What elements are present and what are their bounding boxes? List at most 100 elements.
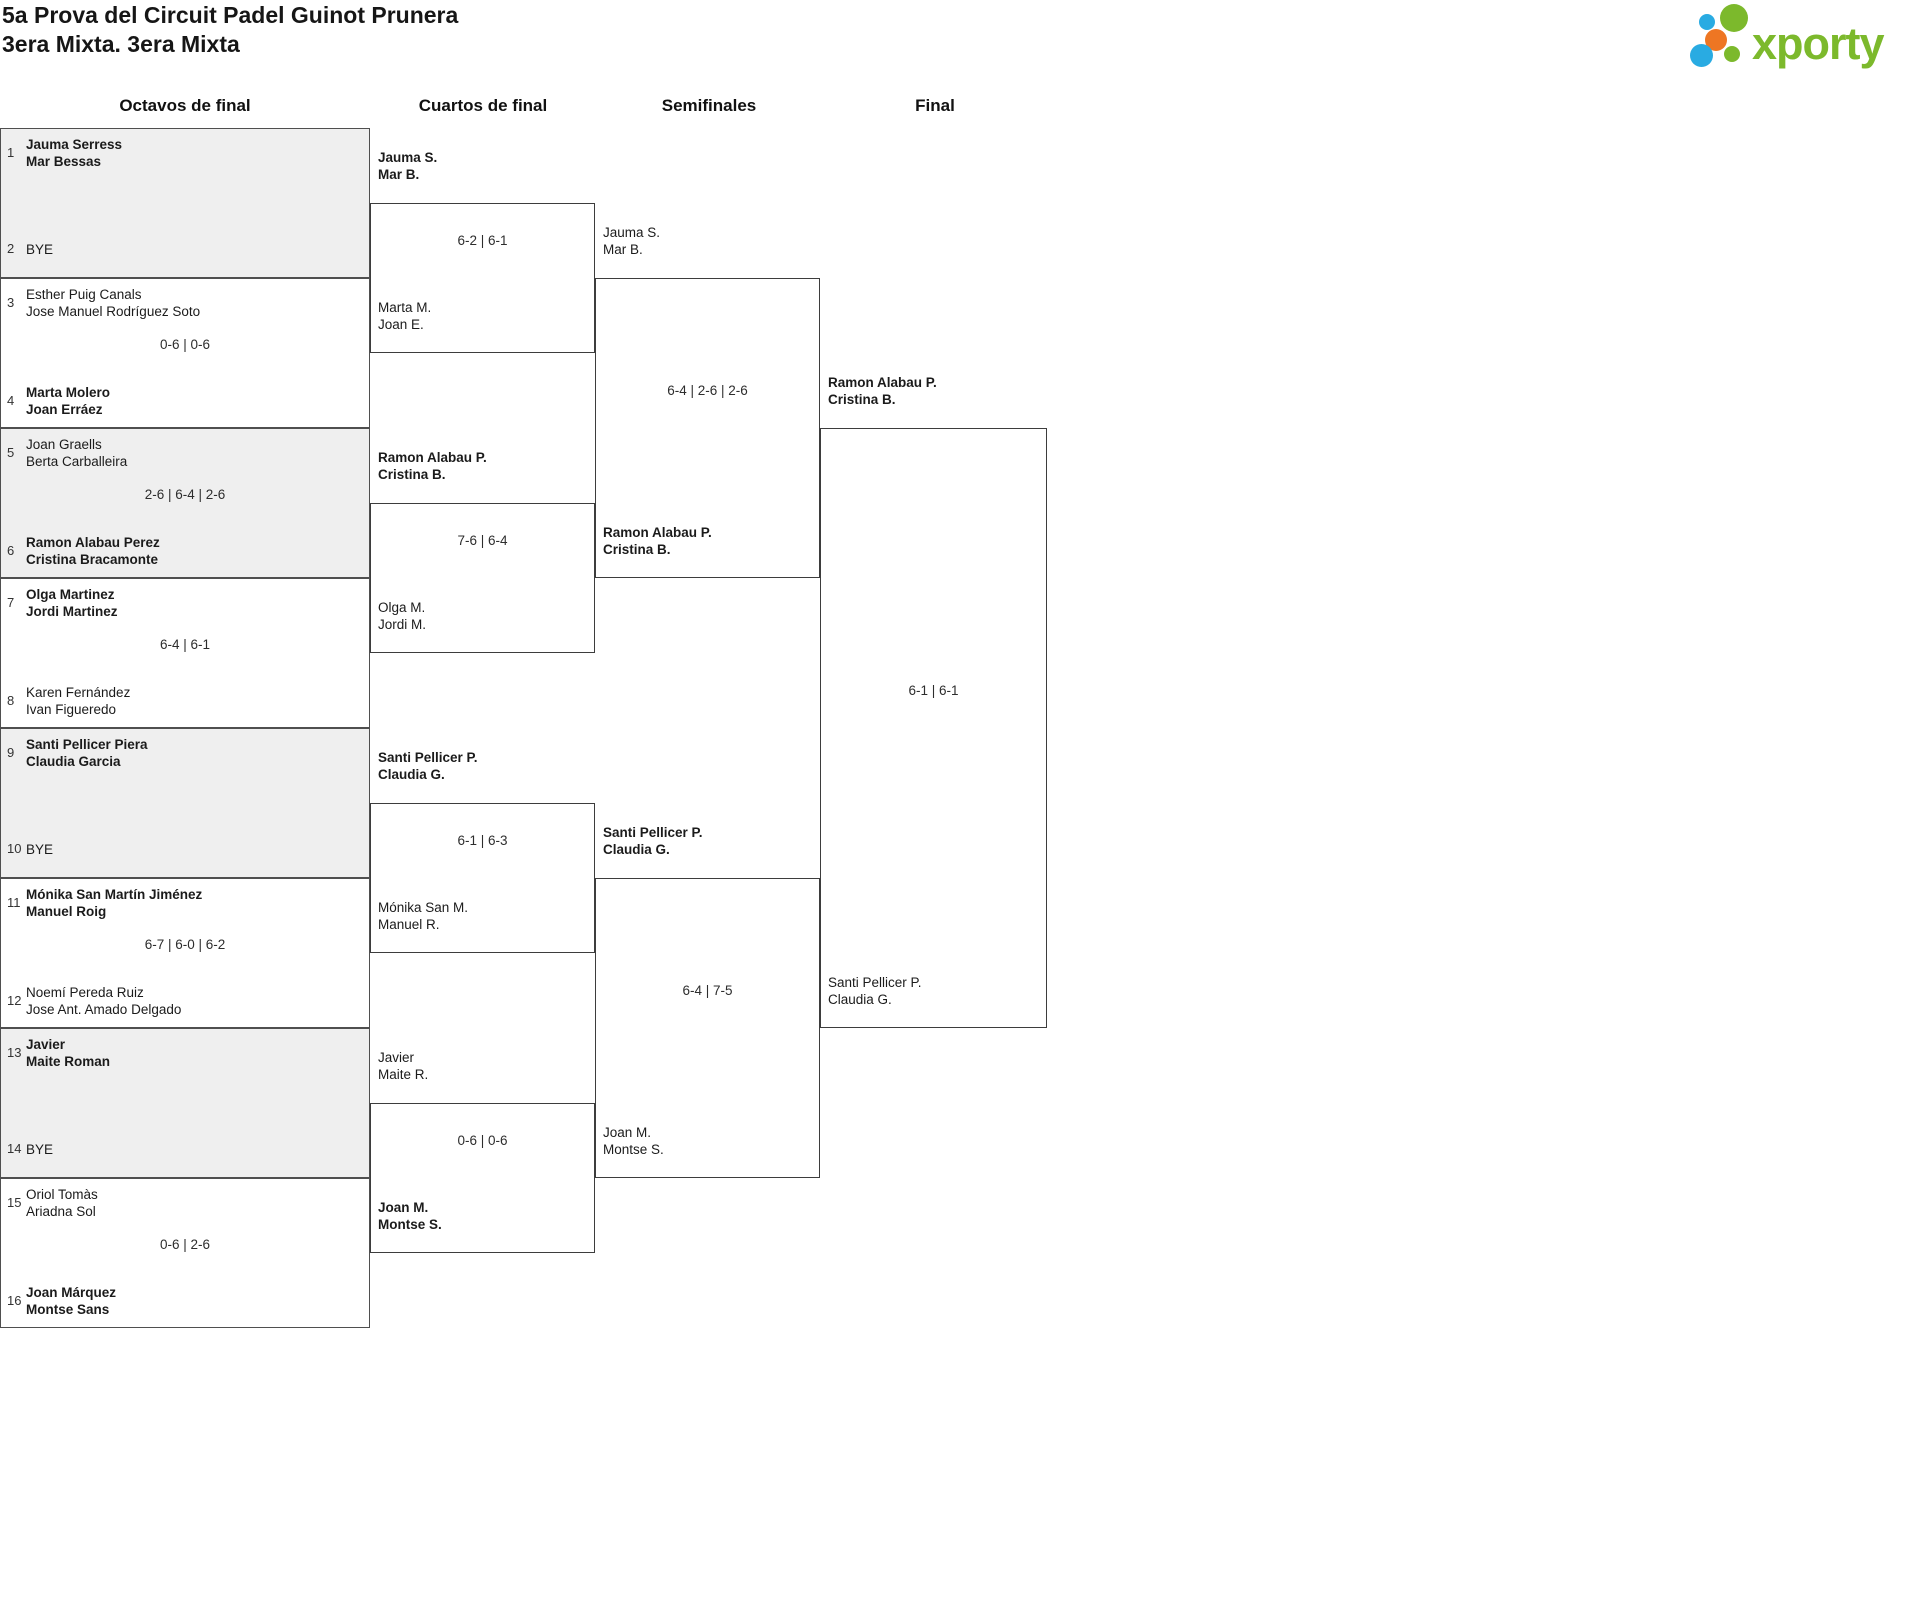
team-name-line: Mar Bessas xyxy=(26,154,102,169)
qf-match-2: Ramon Alabau P. Cristina B. 7-6 | 6-4 Ol… xyxy=(370,450,595,653)
seed-number: 10 xyxy=(7,841,22,856)
seed-number: 5 xyxy=(7,445,15,460)
seed-number: 9 xyxy=(7,745,15,760)
logo-dot-green-small xyxy=(1724,46,1740,62)
team-name-line: Jordi Martinez xyxy=(26,604,118,619)
seed-number: 3 xyxy=(7,295,15,310)
team-name-line: Olga Martinez xyxy=(26,587,115,602)
team-name-line: Montse S. xyxy=(603,1142,664,1157)
team-name-line: Santi Pellicer P. xyxy=(828,975,922,990)
round-header-octavos: Octavos de final xyxy=(119,96,251,115)
match-score: 2-6 | 6-4 | 2-6 xyxy=(144,487,226,502)
team-pair: Marta Molero Joan Erráez xyxy=(26,384,110,418)
team-pair: Ramon Alabau Perez Cristina Bracamonte xyxy=(26,534,160,568)
sf-match-1: Jauma S. Mar B. 6-4 | 2-6 | 2-6 Ramon Al… xyxy=(595,225,820,578)
seed-number: 4 xyxy=(7,393,15,408)
team-name-line: Jose Ant. Amado Delgado xyxy=(26,1002,182,1017)
qf-match-3: Santi Pellicer P. Claudia G. 6-1 | 6-3 M… xyxy=(370,750,595,953)
team-name-line: Claudia G. xyxy=(603,842,670,857)
page-title-line1: 5a Prova del Circuit Padel Guinot Pruner… xyxy=(2,2,459,28)
match-score: 6-2 | 6-1 xyxy=(457,233,508,248)
team-name-line: Cristina B. xyxy=(828,392,896,407)
team-pair: Joan Graells Berta Carballeira xyxy=(26,436,127,470)
team-name-line: Jauma Serress xyxy=(26,137,123,152)
team-name-line: Marta Molero xyxy=(26,385,111,400)
team-name-line: Oriol Tomàs xyxy=(26,1187,98,1202)
team-name-line: Olga M. xyxy=(378,600,426,615)
team-name-line: Ramon Alabau Perez xyxy=(26,535,160,550)
team-name-line: Ivan Figueredo xyxy=(26,702,117,717)
team-pair: Jauma S. Mar B. xyxy=(378,149,590,183)
match-score: 6-7 | 6-0 | 6-2 xyxy=(144,937,226,952)
bye-label: BYE xyxy=(26,242,54,257)
match-score: 6-4 | 7-5 xyxy=(682,983,733,998)
seed-number: 11 xyxy=(7,895,21,910)
round-header-semifinales: Semifinales xyxy=(661,96,757,115)
logo-dot-green-large xyxy=(1720,4,1748,32)
team-name-line: Maite R. xyxy=(378,1067,429,1082)
seed-number: 16 xyxy=(7,1293,22,1308)
sf-match-2: Santi Pellicer P. Claudia G. 6-4 | 7-5 J… xyxy=(595,825,820,1178)
team-name-line: Jose Manuel Rodríguez Soto xyxy=(26,304,201,319)
team-name-line: Manuel R. xyxy=(378,917,440,932)
team-name-line: Esther Puig Canals xyxy=(26,287,142,302)
bye-label: BYE xyxy=(26,842,54,857)
team-name-line: Karen Fernández xyxy=(26,685,131,700)
logo-dot-blue-large xyxy=(1690,44,1713,67)
team-name-line: Cristina Bracamonte xyxy=(26,552,159,567)
bye-label: BYE xyxy=(26,1142,54,1157)
team-pair: Javier Maite Roman xyxy=(26,1036,110,1070)
team-pair: Olga Martinez Jordi Martinez xyxy=(26,586,118,620)
qf-match-1: Jauma S. Mar B. 6-2 | 6-1 Marta M. Joan … xyxy=(370,150,595,353)
r16-match-2: 3 Esther Puig Canals Jose Manuel Rodrígu… xyxy=(0,278,370,428)
team-name-line: Joan M. xyxy=(378,1200,429,1215)
team-pair: Joan M. Montse S. xyxy=(603,1124,815,1158)
team-name-line: Claudia G. xyxy=(378,767,445,782)
round-header-cuartos: Cuartos de final xyxy=(418,96,548,115)
team-name-line: Joan M. xyxy=(603,1125,652,1140)
team-pair: Santi Pellicer P. Claudia G. xyxy=(603,824,815,858)
seed-number: 14 xyxy=(7,1141,22,1156)
team-pair: Joan M. Montse S. xyxy=(378,1199,590,1233)
team-pair: Oriol Tomàs Ariadna Sol xyxy=(26,1186,98,1220)
team-name-line: Ramon Alabau P. xyxy=(603,525,712,540)
team-name-line: Cristina B. xyxy=(378,467,446,482)
team-pair: Jauma Serress Mar Bessas xyxy=(26,136,122,170)
team-name-line: Montse Sans xyxy=(26,1302,110,1317)
team-name-line: Joan Graells xyxy=(26,437,102,452)
seed-number: 6 xyxy=(7,543,15,558)
xporty-logo[interactable]: xporty xyxy=(1688,2,1920,78)
seed-number: 12 xyxy=(7,993,22,1008)
team-name-line: Javier xyxy=(378,1050,415,1065)
r16-match-5: 9 Santi Pellicer Piera Claudia Garcia 10… xyxy=(0,728,370,878)
r16-match-8: 15 Oriol Tomàs Ariadna Sol 0-6 | 2-6 16 … xyxy=(0,1178,370,1328)
team-name-line: Montse S. xyxy=(378,1217,442,1232)
team-name-line: Cristina B. xyxy=(603,542,671,557)
match-score: 0-6 | 0-6 xyxy=(159,337,211,352)
team-name-line: Ariadna Sol xyxy=(26,1204,96,1219)
team-name-line: Claudia Garcia xyxy=(26,754,121,769)
team-name-line: Maite Roman xyxy=(26,1054,111,1069)
seed-number: 1 xyxy=(7,145,15,160)
team-name-line: Berta Carballeira xyxy=(26,454,128,469)
r16-match-6: 11 Mónika San Martín Jiménez Manuel Roig… xyxy=(0,878,370,1028)
team-name-line: Jauma S. xyxy=(378,150,438,165)
team-name-line: Santi Pellicer Piera xyxy=(26,737,148,752)
team-name-line: Joan Márquez xyxy=(26,1285,117,1300)
seed-number: 15 xyxy=(7,1195,22,1210)
r16-match-1: 1 Jauma Serress Mar Bessas 2 BYE xyxy=(0,128,370,278)
team-pair: Esther Puig Canals Jose Manuel Rodríguez… xyxy=(26,286,200,320)
team-name-line: Manuel Roig xyxy=(26,904,107,919)
r16-match-7: 13 Javier Maite Roman 14 BYE xyxy=(0,1028,370,1178)
team-name-line: Jauma S. xyxy=(603,225,661,240)
team-pair: Noemí Pereda Ruiz Jose Ant. Amado Delgad… xyxy=(26,984,181,1018)
team-name-line: Santi Pellicer P. xyxy=(378,750,478,765)
team-pair: Jauma S. Mar B. xyxy=(603,224,815,258)
logo-dot-blue-small xyxy=(1699,14,1715,30)
team-pair: Marta M. Joan E. xyxy=(378,299,590,333)
team-pair: Mónika San Martín Jiménez Manuel Roig xyxy=(26,886,202,920)
team-pair: Santi Pellicer Piera Claudia Garcia xyxy=(26,736,148,770)
team-pair: Ramon Alabau P. Cristina B. xyxy=(378,449,590,483)
seed-number: 2 xyxy=(7,241,15,256)
